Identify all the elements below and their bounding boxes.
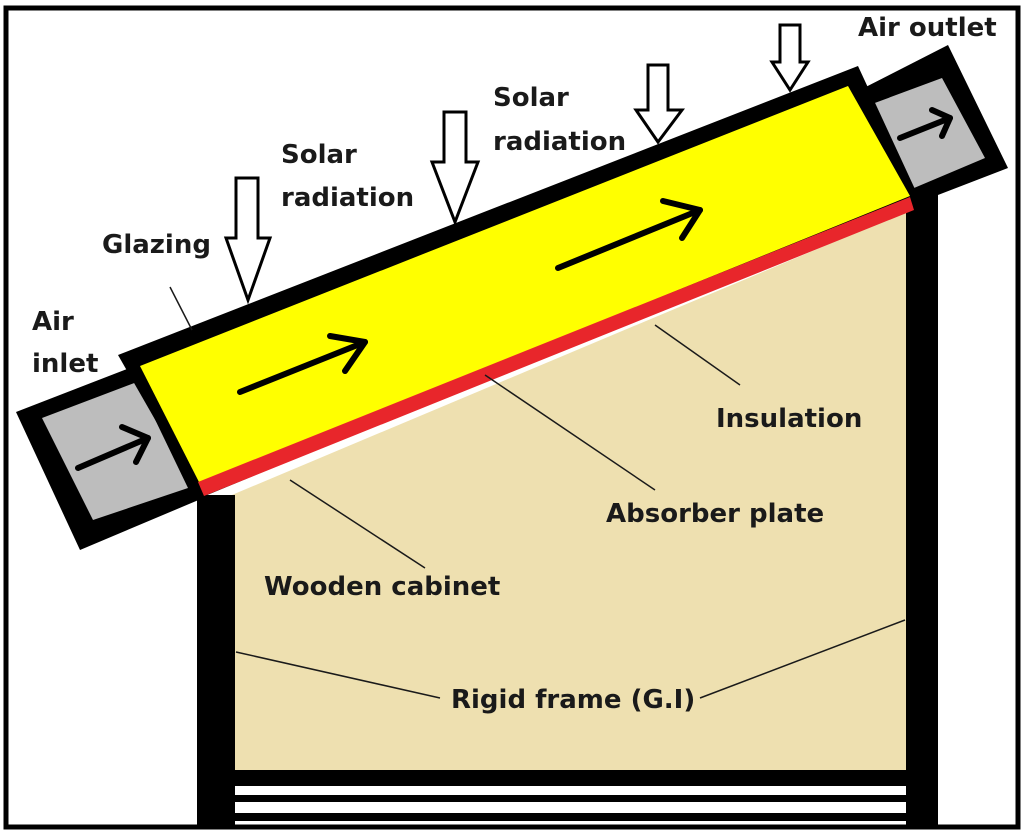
air-inlet-label-line1: Air <box>32 307 74 337</box>
solar-radiation-label-left-line2: radiation <box>281 183 414 213</box>
solar-radiation-label-right-line1: Solar <box>493 83 569 113</box>
channel-flow-arrow-1 <box>237 333 368 395</box>
inlet-flow-arrow <box>75 424 151 471</box>
rigid-frame-leader-line-right <box>699 619 906 699</box>
wooden-cabinet-label: Wooden cabinet <box>264 572 500 602</box>
absorber-plate <box>198 197 914 496</box>
rigid-frame-right-leg <box>906 190 938 825</box>
glazing-leader-line <box>169 286 193 331</box>
frame-bottom-rail-1 <box>210 770 920 786</box>
solar-radiation-label-left-line1: Solar <box>281 140 357 170</box>
solar-radiation-arrow-3 <box>633 63 685 145</box>
solar-radiation-label-right-line2: radiation <box>493 127 626 157</box>
absorber-plate-label: Absorber plate <box>606 499 824 529</box>
absorber-plate-leader-line <box>484 374 656 491</box>
solar-radiation-arrow-4 <box>769 23 811 93</box>
air-inlet-label-line2: inlet <box>32 349 98 379</box>
rigid-frame-leader-line-left <box>235 651 441 699</box>
air-outlet-label: Air outlet <box>858 13 997 43</box>
insulation-label: Insulation <box>716 404 862 434</box>
wooden-cabinet-leader-line <box>289 479 426 569</box>
outlet-flow-arrow <box>897 107 953 141</box>
frame-bottom-rail-2 <box>210 795 920 802</box>
rigid-frame-label: Rigid frame (G.I) <box>451 685 695 715</box>
glazing-label: Glazing <box>102 230 211 260</box>
solar-radiation-arrow-1 <box>223 176 273 305</box>
air-channel <box>140 86 910 484</box>
solar-radiation-arrow-2 <box>429 110 481 227</box>
wooden-cabinet-body <box>220 205 922 780</box>
insulation-leader-line <box>654 324 741 386</box>
channel-flow-arrow-2 <box>555 198 703 271</box>
frame-bottom-rail-3 <box>210 813 920 821</box>
